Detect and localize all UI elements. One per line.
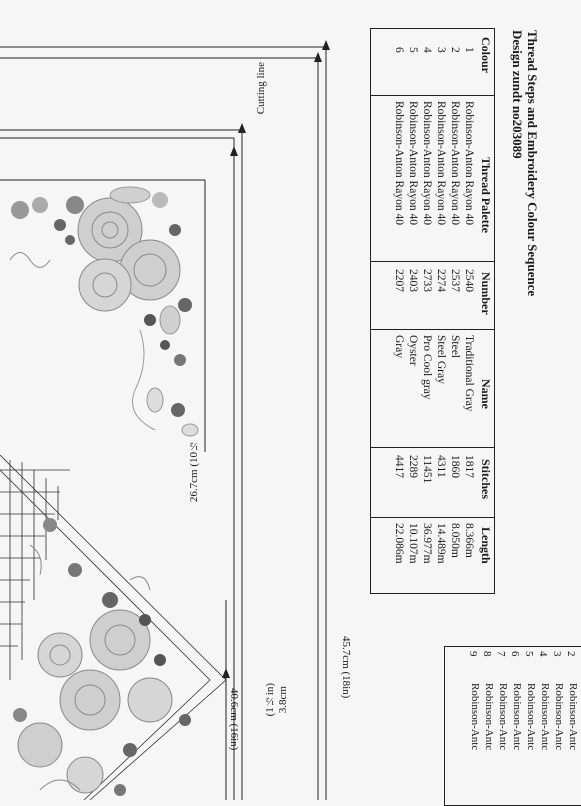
side-table-number: 3 — [551, 651, 563, 657]
dimension-45-7cm: 45.7cm (18in) — [340, 636, 352, 699]
table-cell: 1 — [463, 47, 475, 53]
side-table-name: Robinson-Antc — [567, 683, 579, 751]
table-cell: Robinson-Anton Rayon 40 — [407, 101, 419, 225]
heading-line-2: Design zundt no203089 — [510, 30, 525, 159]
table-cell: 14.489m — [435, 523, 447, 564]
table-cell: 2207 — [393, 269, 405, 292]
table-divider — [371, 447, 494, 448]
table-header-column: Colour Thread Palette Number Name Stitch… — [477, 29, 495, 593]
table-cell: Pro Cool gray — [421, 335, 433, 400]
side-table-number: 8 — [481, 651, 493, 657]
table-cell: Oyster — [407, 335, 419, 366]
side-table-number: 5 — [523, 651, 535, 657]
table-cell: 11451 — [421, 455, 433, 484]
header-stitches: Stitches — [479, 459, 493, 499]
table-cell: Robinson-Anton Rayon 40 — [421, 101, 433, 225]
heading-line-1: Thread Steps and Embroidery Colour Seque… — [525, 30, 540, 297]
dimension-1-5in: (1½in) — [264, 683, 276, 717]
arrow-heads — [222, 40, 330, 678]
side-table-number: 6 — [509, 651, 521, 657]
rose-motif-lower — [13, 518, 191, 796]
table-cell: 2403 — [407, 269, 419, 292]
side-table-number: 7 — [495, 651, 507, 657]
side-table-number: 9 — [467, 651, 479, 657]
side-table-number: 4 — [537, 651, 549, 657]
table-cell: Robinson-Anton Rayon 40 — [435, 101, 447, 225]
header-number: Number — [479, 272, 493, 315]
table-cell: 6 — [393, 47, 405, 53]
table-divider — [371, 95, 494, 96]
table-cell: Robinson-Anton Rayon 40 — [449, 101, 461, 225]
table-cell: 2 — [449, 47, 461, 53]
table-cell: Gray — [393, 335, 405, 358]
table-divider — [371, 329, 494, 330]
side-table-name: Robinson-Antc — [525, 683, 537, 751]
side-table-number: 2 — [565, 651, 577, 657]
table-cell: 4417 — [393, 455, 405, 478]
rose-motif-upper — [9, 186, 199, 437]
table-cell: 36.977m — [421, 523, 433, 564]
header-colour: Colour — [479, 37, 493, 73]
table-cell: Traditional Gray — [463, 335, 475, 412]
header-length: Length — [479, 527, 493, 564]
table-cell: 1860 — [449, 455, 461, 478]
table-divider — [371, 261, 494, 262]
table-divider — [371, 517, 494, 518]
table-cell: 1817 — [463, 455, 475, 478]
table-cell: 8.050m — [449, 523, 461, 558]
table-cell: 22.086m — [393, 523, 405, 564]
table-cell: 10.107m — [407, 523, 419, 564]
table-cell: 2274 — [435, 269, 447, 292]
table-cell: Steel Gray — [435, 335, 447, 384]
side-table-name: Robinson-Antc — [483, 683, 495, 751]
header-name: Name — [479, 379, 493, 409]
table-cell: 4 — [421, 47, 433, 53]
table-cell: Steel — [449, 335, 461, 358]
side-table-name: Robinson-Antc — [497, 683, 509, 751]
table-cell: 8.366m — [463, 523, 475, 558]
table-cell: 3 — [435, 47, 447, 53]
colour-sequence-table: Colour Thread Palette Number Name Stitch… — [370, 28, 495, 594]
dimension-3-8cm: 3.8cm — [277, 686, 289, 714]
side-table-name: Robinson-Antc — [539, 683, 551, 751]
table-cell: 2537 — [449, 269, 461, 292]
table-cell: Robinson-Anton Rayon 40 — [463, 101, 475, 225]
dimension-26-7cm: 26.7cm (10½ — [188, 440, 200, 503]
side-table-name: Robinson-Antc — [469, 683, 481, 751]
table-cell: 5 — [407, 47, 419, 53]
table-cell: 2289 — [407, 455, 419, 478]
table-cell: 2733 — [421, 269, 433, 292]
cutting-line-label: Cutting line — [255, 62, 267, 115]
guide-lines — [0, 46, 327, 800]
table-cell: 2540 — [463, 269, 475, 292]
side-table-name: Robinson-Antc — [511, 683, 523, 751]
lattice-grid — [0, 454, 227, 800]
header-thread-palette: Thread Palette — [479, 157, 493, 234]
side-table-name: Robinson-Antc — [553, 683, 565, 751]
table-cell: Robinson-Anton Rayon 40 — [393, 101, 405, 225]
dimension-40-6cm: 40.6cm (16in) — [228, 688, 240, 751]
table-cell: 4311 — [435, 455, 447, 478]
